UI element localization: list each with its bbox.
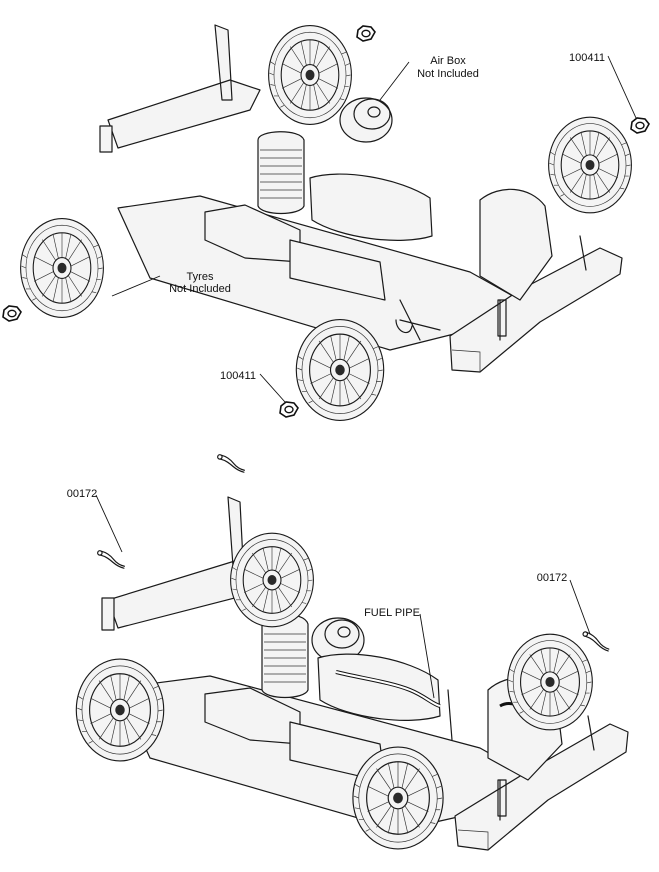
clip-right-icon	[579, 630, 613, 652]
svg-text:Tyres: Tyres	[187, 271, 214, 283]
nut-center-icon	[279, 401, 299, 418]
svg-text:100411: 100411	[569, 52, 605, 64]
clip-floating-icon	[214, 453, 248, 473]
nut-top-right-icon	[630, 117, 650, 134]
clip-left-icon	[94, 549, 128, 569]
bottom-front-left-wheel	[352, 746, 444, 850]
nut-top-airbox-icon	[356, 25, 376, 42]
part-number-00172-left: 00172	[67, 488, 123, 553]
bottom-rear-right-wheel	[230, 532, 314, 628]
top-rear-right-wheel	[268, 25, 352, 125]
fuel-pipe-line	[335, 670, 441, 708]
air-box-part	[339, 97, 393, 143]
svg-text:FUEL PIPE: FUEL PIPE	[364, 607, 420, 619]
svg-text:Not Included: Not Included	[169, 283, 231, 295]
svg-text:00172: 00172	[537, 572, 568, 584]
svg-text:00172: 00172	[67, 488, 98, 500]
part-number-100411-top-right: 100411	[569, 52, 637, 119]
part-number-100411-center: 100411	[220, 370, 286, 403]
nut-top-left-icon	[2, 305, 22, 322]
part-number-00172-right: 00172	[537, 572, 591, 635]
svg-text:Air Box: Air Box	[430, 55, 466, 67]
svg-text:100411: 100411	[220, 370, 256, 382]
fuel-pipe-callout: FUEL PIPE	[364, 607, 435, 699]
bottom-rear-left-wheel	[75, 658, 165, 762]
top-front-right-wheel	[548, 116, 632, 214]
svg-text:Not Included: Not Included	[417, 68, 479, 80]
air-box-callout: Air Box Not Included	[379, 55, 479, 101]
tyres-callout: Tyres Not Included	[111, 271, 231, 297]
bottom-front-right-wheel	[507, 633, 593, 731]
top-chassis-assembly	[99, 24, 623, 373]
top-front-left-wheel	[295, 318, 385, 422]
top-rear-left-wheel	[20, 218, 104, 318]
